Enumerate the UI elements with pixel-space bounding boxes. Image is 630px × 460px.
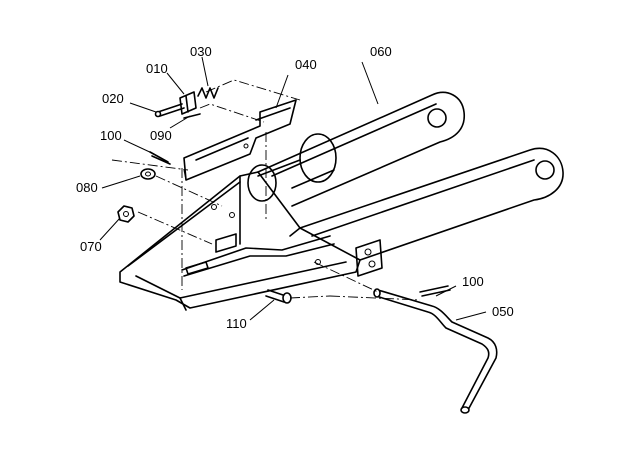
bracket-plate [183,99,297,181]
clip-090 [183,113,201,119]
pin-110 [265,289,292,304]
callout-100-upper: 100 [100,128,122,143]
callout-060: 060 [370,44,392,59]
assembly-lines [111,79,421,301]
leader-lines [99,56,487,321]
callout-labels: 010 020 030 040 060 090 100 080 070 100 … [76,44,514,331]
callout-090: 090 [150,128,172,143]
callout-030: 030 [190,44,212,59]
pin-020 [154,103,185,118]
callout-040: 040 [295,57,317,72]
latch-block [179,91,197,115]
washer-080 [140,168,156,180]
main-frame [119,91,564,311]
callout-110: 110 [226,316,247,331]
spring-030 [197,87,219,99]
lever-rod [373,288,498,414]
nut-070 [117,205,135,223]
callout-050: 050 [492,304,514,319]
callout-100-lower: 100 [462,274,484,289]
callout-010: 010 [146,61,168,76]
callout-080: 080 [76,180,98,195]
callout-070: 070 [80,239,102,254]
callout-020: 020 [102,91,124,106]
